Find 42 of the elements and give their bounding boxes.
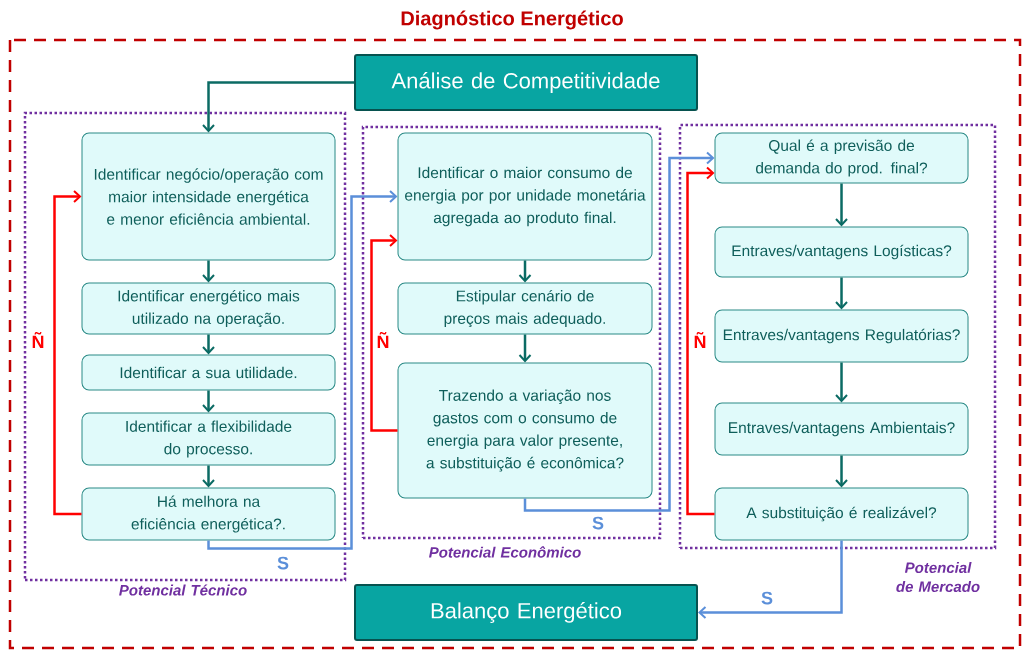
arrow — [202, 390, 215, 413]
edge-label: S — [591, 515, 605, 531]
edge-label: Ñ — [692, 331, 708, 349]
arrow — [370, 234, 398, 432]
process-box: Identificar energético mais utilizado na operação. — [81, 282, 336, 335]
arrow — [202, 334, 215, 355]
node-label: Potencial de Mercado — [896, 562, 980, 593]
process-box: Trazendo a variação nos gastos com o consumo de energia para valor presente, a substituição é econômica? — [397, 362, 653, 499]
title: Diagnóstico Energético — [397, 7, 627, 33]
process-box: Há melhora na eficiência energética?. — [81, 487, 336, 541]
arrow — [835, 183, 848, 227]
process-box: Qual é a previsão de demanda do prod. final? — [714, 132, 969, 184]
edge-label: S — [760, 590, 774, 606]
arrow — [835, 362, 848, 403]
process-box: A substituição é realizável? — [714, 487, 969, 541]
process-box: Entraves/vantagens Ambientais? — [714, 402, 969, 456]
arrow — [202, 260, 215, 283]
process-box: Identificar o maior consumo de energia por por unidade monetária agregada ao produto final. — [397, 132, 653, 261]
arrow — [518, 260, 532, 283]
arrow — [202, 465, 215, 488]
process-box: Identificar a flexibilidade do processo. — [81, 412, 336, 466]
arrow — [698, 540, 843, 619]
process-box: Entraves/vantagens Regulatórias? — [714, 309, 969, 363]
arrow — [686, 166, 715, 516]
edge-label: S — [276, 555, 290, 571]
arrow — [202, 81, 354, 133]
arrow — [518, 334, 532, 363]
process-box: Identificar negócio/operação com maior intensidade energética e menor eficiência ambiental. — [81, 132, 336, 261]
node-label: Potencial Econômico — [429, 546, 581, 558]
process-box: Entraves/vantagens Logísticas? — [714, 226, 969, 278]
arrow — [835, 277, 848, 310]
node-label: Potencial Técnico — [119, 584, 247, 596]
header-box: Balanço Energético — [354, 584, 698, 641]
process-box: Estipular cenário de preços mais adequado. — [397, 282, 653, 335]
arrow — [523, 151, 715, 512]
header-box: Análise de Competitividade — [354, 54, 698, 111]
edge-label: Ñ — [375, 331, 391, 349]
process-box: Identificar a sua utilidade. — [81, 354, 336, 391]
arrow — [207, 190, 398, 550]
edge-label: Ñ — [30, 331, 46, 349]
arrow — [53, 190, 82, 516]
arrow — [835, 455, 848, 488]
